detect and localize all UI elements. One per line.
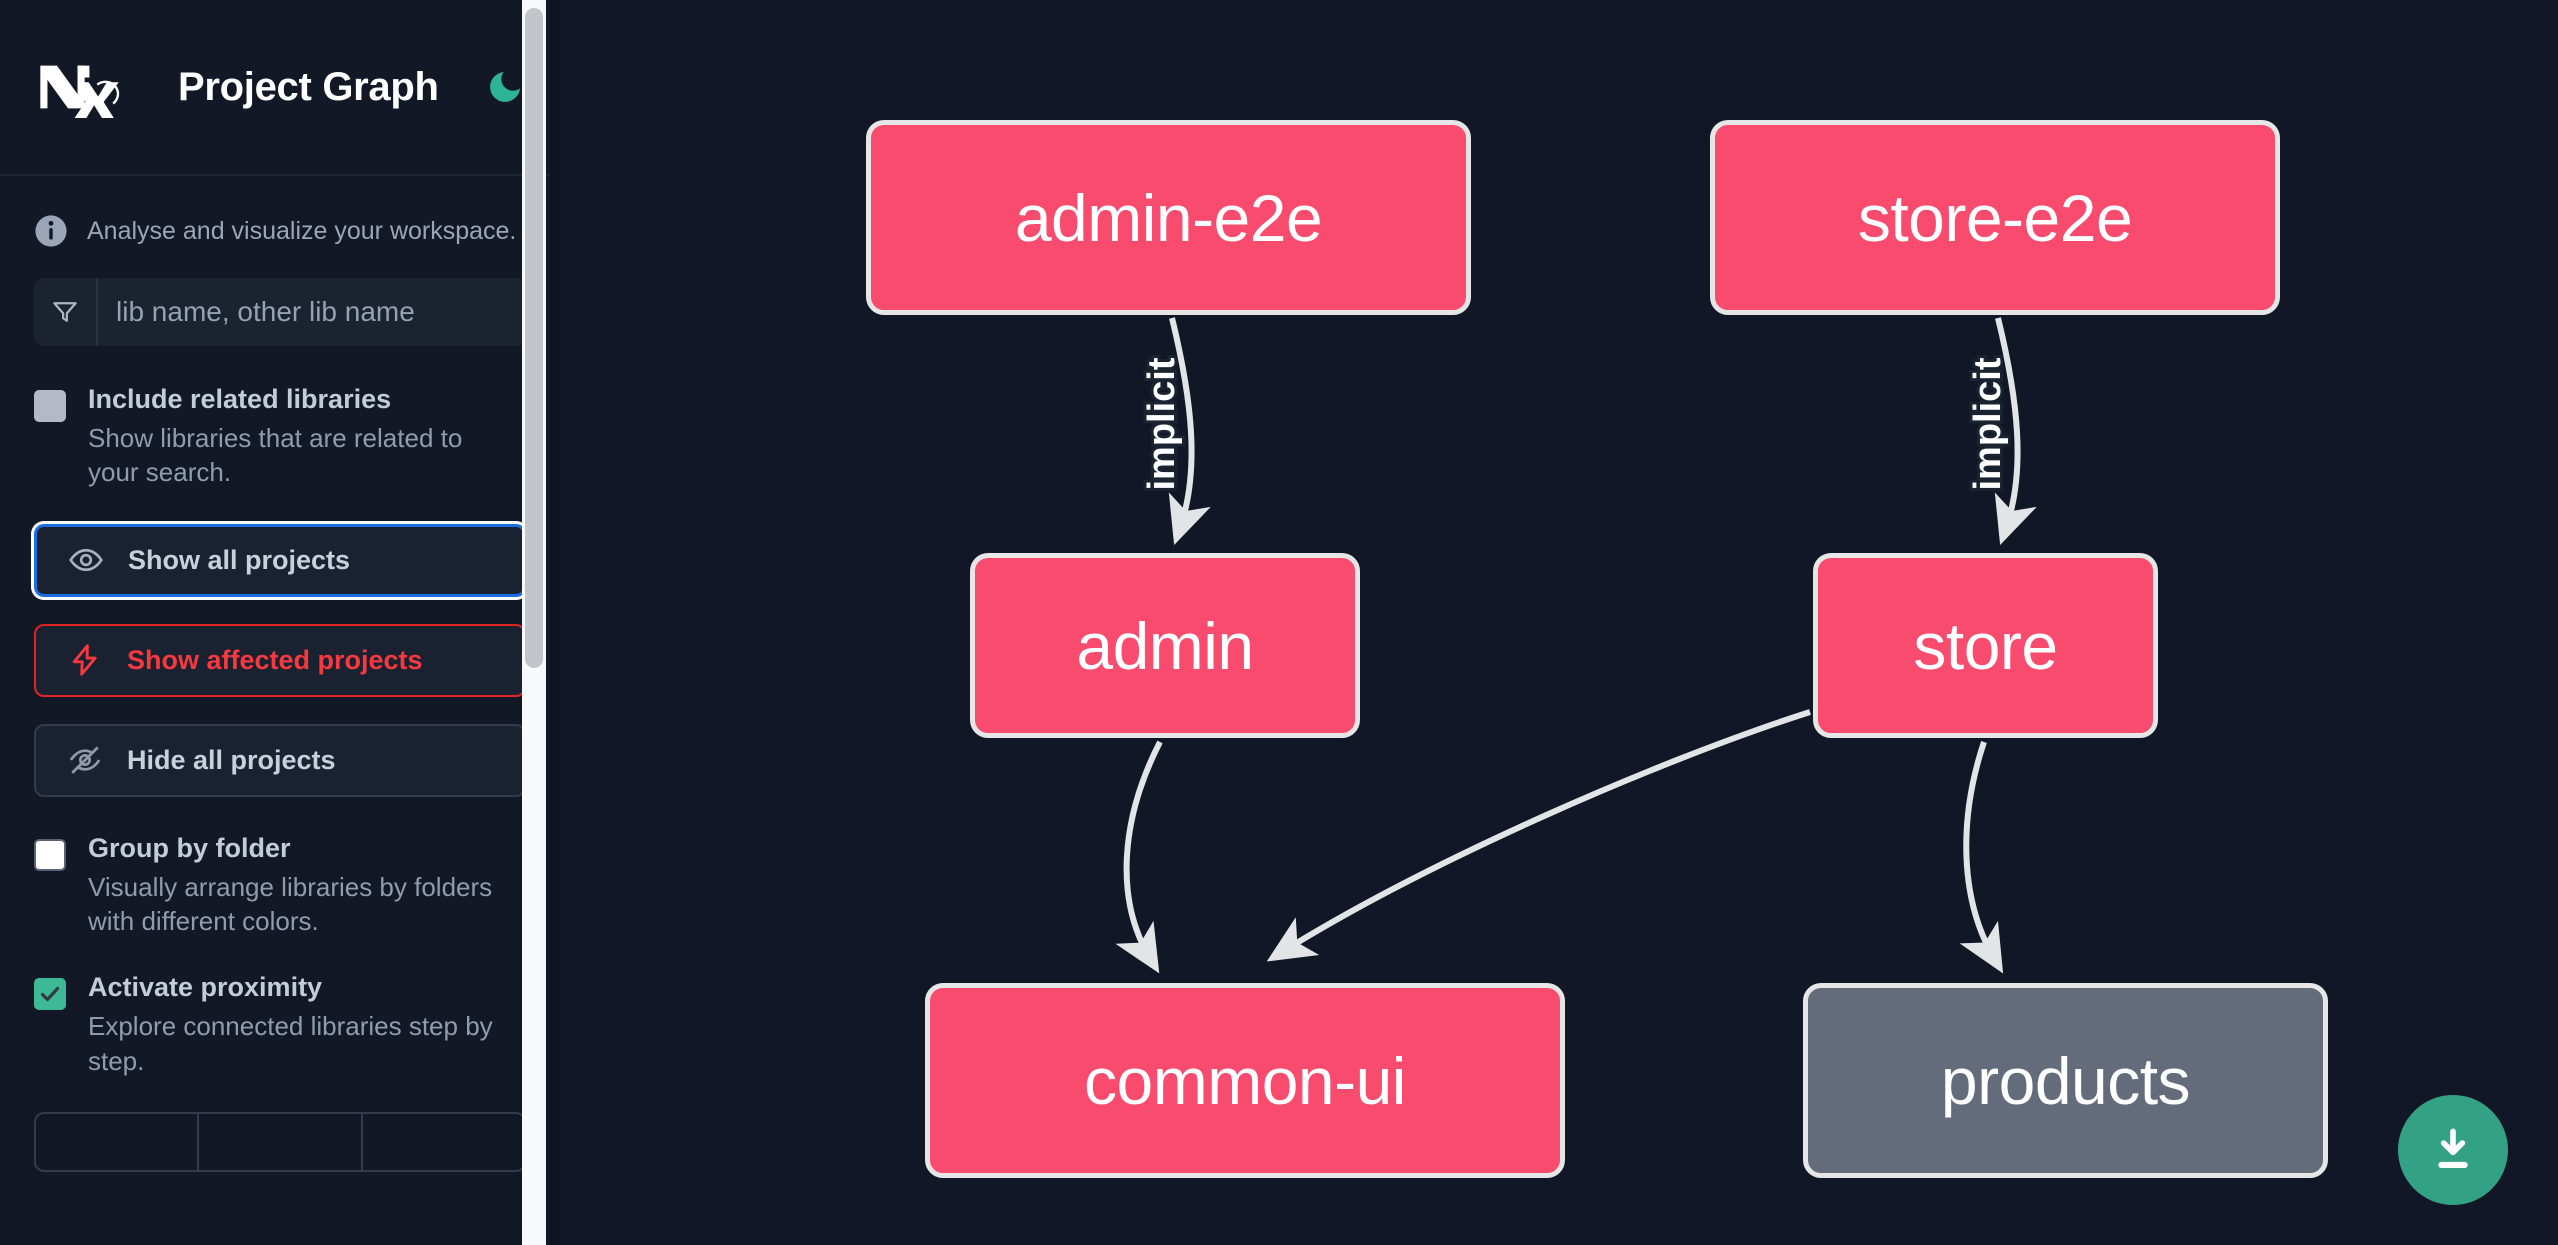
- search-input[interactable]: [98, 278, 526, 346]
- eye-icon: [65, 542, 107, 578]
- show-affected-projects-button[interactable]: Show affected projects: [34, 623, 526, 697]
- info-circle-icon: [34, 214, 68, 248]
- graph-node-store[interactable]: store: [1813, 553, 2158, 738]
- graph-node-common-ui[interactable]: common-ui: [925, 983, 1565, 1178]
- option-label: Activate proximity: [88, 972, 323, 1003]
- edge-label-implicit-admin: implicit: [1141, 357, 1183, 490]
- graph-node-admin-e2e[interactable]: admin-e2e: [866, 120, 1471, 315]
- option-activate-proximity[interactable]: Activate proximity Explore connected lib…: [34, 972, 526, 1078]
- page-title: Project Graph: [178, 64, 439, 109]
- group-by-folder-checkbox[interactable]: [34, 838, 66, 871]
- nx-logo-icon: [34, 56, 129, 120]
- option-description: Show libraries that are related to your …: [88, 423, 463, 488]
- sidebar-edge: [550, 0, 560, 1245]
- option-description: Visually arrange libraries by folders wi…: [88, 871, 493, 937]
- graph-node-label: admin: [1076, 608, 1254, 683]
- sidebar-scrollbar-thumb[interactable]: [525, 8, 543, 668]
- edge-store-to-products: [1959, 741, 2004, 974]
- edge-admin-e2e-to-admin: [1168, 317, 1211, 546]
- show-affected-projects-label: Show affected projects: [127, 644, 423, 675]
- segmented-control[interactable]: [34, 1112, 526, 1173]
- edge-admin-to-common-ui: [1115, 740, 1163, 974]
- option-label: Group by folder: [88, 832, 291, 863]
- moon-icon[interactable]: [484, 64, 526, 110]
- info-banner-text: Analyse and visualize your workspace.: [87, 216, 517, 245]
- eye-off-icon: [64, 742, 106, 778]
- option-label: Include related libraries: [88, 384, 392, 414]
- graph-node-label: products: [1940, 1043, 2191, 1118]
- check-icon: [40, 987, 60, 1002]
- sidebar-body: Analyse and visualize your workspace. In…: [0, 176, 560, 1173]
- search-field[interactable]: [34, 278, 526, 346]
- graph-node-store-e2e[interactable]: store-e2e: [1710, 120, 2280, 315]
- graph-node-label: admin-e2e: [1014, 180, 1323, 255]
- download-button[interactable]: [2398, 1095, 2508, 1205]
- activate-proximity-checkbox[interactable]: [34, 978, 66, 1011]
- segment-2[interactable]: [199, 1114, 363, 1171]
- edge-store-e2e-to-store: [1994, 317, 2037, 546]
- show-all-projects-button[interactable]: Show all projects: [34, 523, 526, 597]
- option-description: Explore connected libraries step by step…: [88, 1011, 493, 1076]
- show-all-projects-label: Show all projects: [128, 544, 351, 575]
- graph-canvas[interactable]: implicit implicit admin-e2e store-e2e ad…: [560, 0, 2558, 1245]
- option-include-related-libraries[interactable]: Include related libraries Show libraries…: [34, 384, 526, 490]
- hide-all-projects-label: Hide all projects: [127, 744, 336, 775]
- graph-node-admin[interactable]: admin: [970, 553, 1360, 738]
- graph-node-products[interactable]: products: [1803, 983, 2328, 1178]
- sidebar: Project Graph Analyse and visualize your…: [0, 0, 560, 1245]
- lightning-bolt-icon: [64, 642, 106, 678]
- hide-all-projects-button[interactable]: Hide all projects: [34, 723, 526, 797]
- download-icon: [2438, 1128, 2468, 1168]
- edge-store-to-common-ui: [1266, 709, 1811, 962]
- filter-funnel-icon: [34, 278, 98, 346]
- graph-edges: implicit implicit: [1115, 317, 2037, 974]
- segment-3[interactable]: [363, 1114, 524, 1170]
- graph-node-label: store-e2e: [1857, 180, 2133, 255]
- info-banner: Analyse and visualize your workspace.: [34, 176, 526, 278]
- sidebar-header: Project Graph: [0, 0, 560, 176]
- sidebar-scrollbar[interactable]: [522, 0, 546, 1245]
- graph-node-label: common-ui: [1084, 1043, 1406, 1118]
- edge-label-implicit-store: implicit: [1967, 357, 2009, 490]
- option-group-by-folder[interactable]: Group by folder Visually arrange librari…: [34, 833, 526, 939]
- projects-button-group: Show all projects Show affected projects: [34, 523, 526, 797]
- include-related-libraries-checkbox[interactable]: [34, 390, 66, 422]
- graph-node-label: store: [1913, 608, 2058, 683]
- segment-1[interactable]: [36, 1114, 200, 1171]
